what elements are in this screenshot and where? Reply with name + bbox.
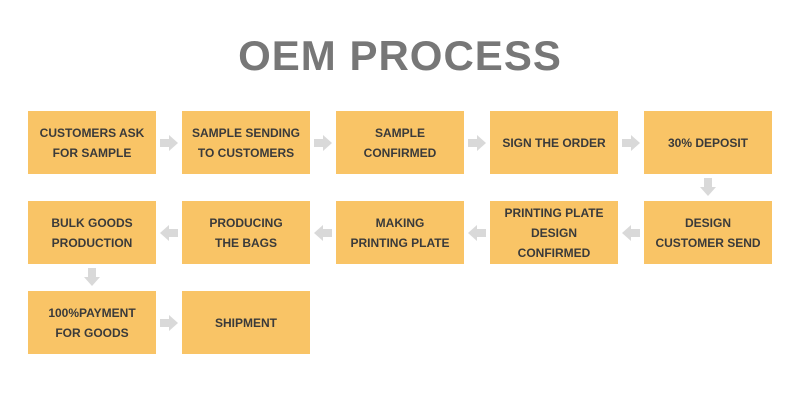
arrow-left-icon	[622, 225, 640, 241]
arrow-left-icon	[468, 225, 486, 241]
step-sample-sending: SAMPLE SENDING TO CUSTOMERS	[182, 111, 310, 174]
step-making-printing-plate: MAKING PRINTING PLATE	[336, 201, 464, 264]
page-title: OEM PROCESS	[238, 32, 562, 79]
arrow-right-icon	[314, 135, 332, 151]
step-bulk-goods-production: BULK GOODS PRODUCTION	[28, 201, 156, 264]
arrow-left-icon	[314, 225, 332, 241]
step-design-customer-send: DESIGN CUSTOMER SEND	[644, 201, 772, 264]
arrow-left-icon	[160, 225, 178, 241]
arrow-right-icon	[160, 135, 178, 151]
arrow-down-icon	[84, 268, 100, 286]
step-producing-the-bags: PRODUCING THE BAGS	[182, 201, 310, 264]
arrow-right-icon	[622, 135, 640, 151]
step-shipment: SHIPMENT	[182, 291, 310, 354]
step-deposit: 30% DEPOSIT	[644, 111, 772, 174]
arrow-right-icon	[468, 135, 486, 151]
arrow-right-icon	[160, 315, 178, 331]
step-sample-confirmed: SAMPLE CONFIRMED	[336, 111, 464, 174]
step-customers-ask-for-sample: CUSTOMERS ASK FOR SAMPLE	[28, 111, 156, 174]
arrow-down-icon	[700, 178, 716, 196]
step-printing-plate-design-confirmed: PRINTING PLATE DESIGN CONFIRMED	[490, 201, 618, 264]
step-payment-for-goods: 100%PAYMENT FOR GOODS	[28, 291, 156, 354]
step-sign-the-order: SIGN THE ORDER	[490, 111, 618, 174]
